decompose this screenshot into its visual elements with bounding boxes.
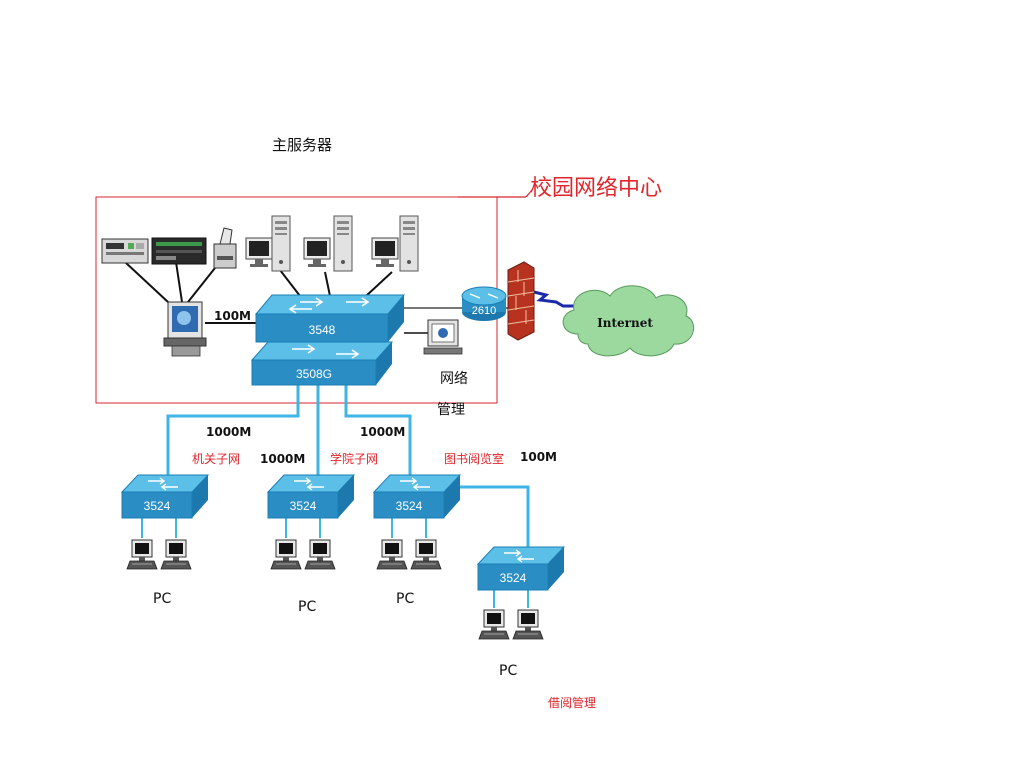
pc-icon [304,539,336,570]
printer-icon [213,227,237,269]
pc-icon [512,609,544,640]
server-3-icon [371,215,419,272]
lending-mgmt-label: 借阅管理 [548,696,597,710]
access-switch-4-label: 3524 [500,571,527,585]
pc-icon [376,539,408,570]
gigabit-switch-3508g [250,341,394,386]
pc-icon [478,609,510,640]
netmgmt-label-2: 管理 [437,402,465,418]
pc-icon [126,539,158,570]
router-2610 [461,286,507,321]
pc-label-2: PC [298,599,317,615]
server-2-icon [303,215,353,272]
pc-label-1: PC [153,591,172,607]
pc-label-4: PC [499,663,518,679]
pc-icon [270,539,302,570]
netmgmt-label: 网络 [440,371,468,387]
rack-device-1-icon [101,238,149,264]
bandwidth-100m-label: 100M [214,309,251,323]
campus-center-label: 校园网络中心 [530,176,663,201]
bandwidth-1000m-left-label: 1000M [206,425,252,439]
core-switch-label: 3548 [309,323,336,337]
access-switch-3 [372,474,462,519]
admin-subnet-label: 机关子网 [192,452,241,466]
firewall-icon [507,261,535,341]
bandwidth-1000m-mid-label: 1000M [260,452,306,466]
access-switch-1-label: 3524 [144,499,171,513]
college-subnet-label: 学院子网 [330,452,379,466]
pc-icon [160,539,192,570]
bandwidth-1000m-right-label: 1000M [360,425,406,439]
gigabit-switch-label: 3508G [296,367,332,381]
access-switch-4 [476,546,566,591]
main-server-label: 主服务器 [272,136,333,154]
netmgmt-pc-icon [423,319,463,355]
router-label: 2610 [472,305,496,317]
access-switch-2-label: 3524 [290,499,317,513]
internet-label: Internet [597,316,653,330]
access-switch-1 [120,474,210,519]
server-1-icon [245,215,291,272]
access-switch-3-label: 3524 [396,499,423,513]
access-switch-2 [266,474,356,519]
bandwidth-100m-right-label: 100M [520,450,557,464]
rack-device-2-icon [151,237,207,265]
internet-cloud-icon [562,285,695,357]
pc-icon [410,539,442,570]
pc-label-3: PC [396,591,415,607]
workstation-icon [163,301,207,357]
library-room-label: 图书阅览室 [444,452,505,466]
